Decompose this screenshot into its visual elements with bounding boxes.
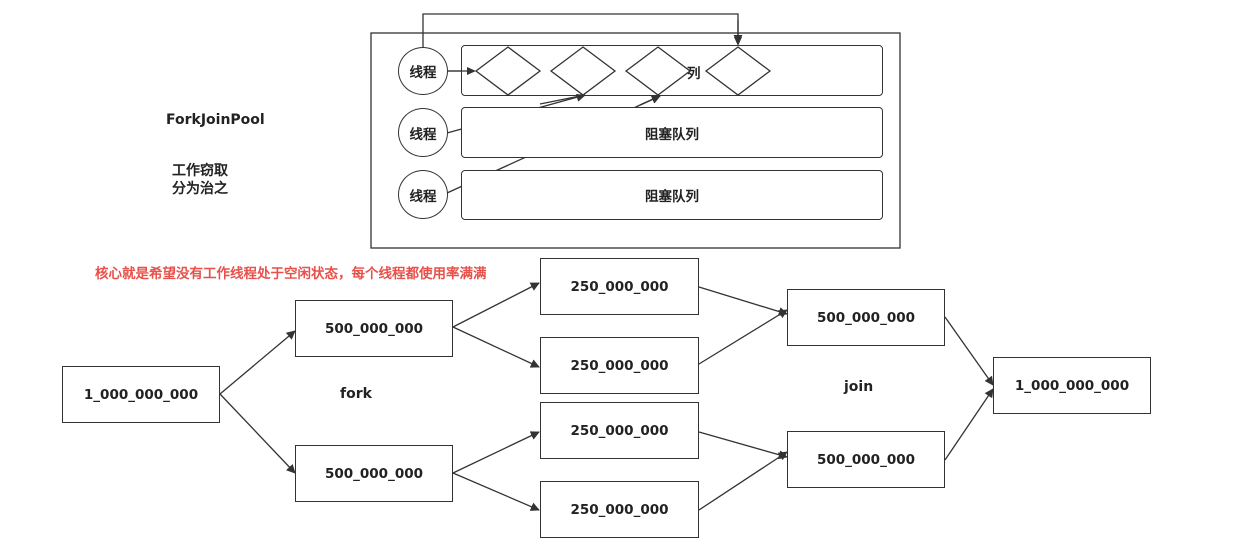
join-arrow-top-result	[944, 316, 994, 386]
work-queue-2-label: 阻塞队列	[645, 126, 699, 143]
task-result: 1_000_000_000	[993, 357, 1151, 414]
worker-thread-1: 线程	[398, 47, 448, 95]
fork-label: fork	[340, 386, 372, 402]
quarter-1: 250_000_000	[540, 258, 699, 315]
pool-desc-line2: 分为治之	[172, 181, 228, 197]
join-arrow-q2	[698, 309, 788, 365]
fork-arrow-q2	[452, 326, 540, 368]
fork-half-2: 500_000_000	[295, 445, 453, 502]
fork-arrow-q1	[452, 282, 540, 328]
task-diamond-2-top	[549, 46, 617, 96]
task-diamond-4-top	[704, 46, 772, 96]
fork-arrow-q4	[452, 472, 540, 511]
worker-thread-2: 线程	[398, 108, 448, 157]
work-queue-3: 阻塞队列	[461, 170, 883, 220]
quarter-2: 250_000_000	[540, 337, 699, 394]
join-arrow-q3	[698, 431, 788, 460]
core-idea-note: 核心就是希望没有工作线程处于空闲状态，每个线程都使用率满满	[95, 266, 487, 282]
fork-arrow-root-bottom	[219, 393, 296, 474]
quarter-4: 250_000_000	[540, 481, 699, 538]
work-queue-3-label: 阻塞队列	[645, 189, 699, 205]
fork-arrow-q3	[452, 431, 540, 474]
join-arrow-bottom-result	[944, 388, 994, 461]
pool-title: ForkJoinPool	[166, 112, 265, 128]
work-queue-2: 阻塞队列	[461, 107, 883, 158]
join-half-2: 500_000_000	[787, 431, 945, 488]
task-diamond-1-top	[474, 46, 542, 96]
work-queue-1-label: 列	[687, 66, 701, 82]
pool-description: 工作窃取 分为治之	[172, 162, 228, 198]
fork-half-1: 500_000_000	[295, 300, 453, 357]
task-root: 1_000_000_000	[62, 366, 220, 423]
join-half-1: 500_000_000	[787, 289, 945, 346]
worker-thread-3: 线程	[398, 170, 448, 219]
fork-arrow-root-top	[219, 330, 296, 395]
task-diamond-3-top	[624, 46, 692, 96]
join-label: join	[844, 379, 874, 395]
join-arrow-q1	[698, 286, 788, 316]
pool-desc-line1: 工作窃取	[172, 163, 228, 179]
join-arrow-q4	[698, 451, 788, 511]
task-diamonds-overlay	[448, 20, 772, 106]
quarter-3: 250_000_000	[540, 402, 699, 459]
pool-frame	[370, 32, 901, 249]
